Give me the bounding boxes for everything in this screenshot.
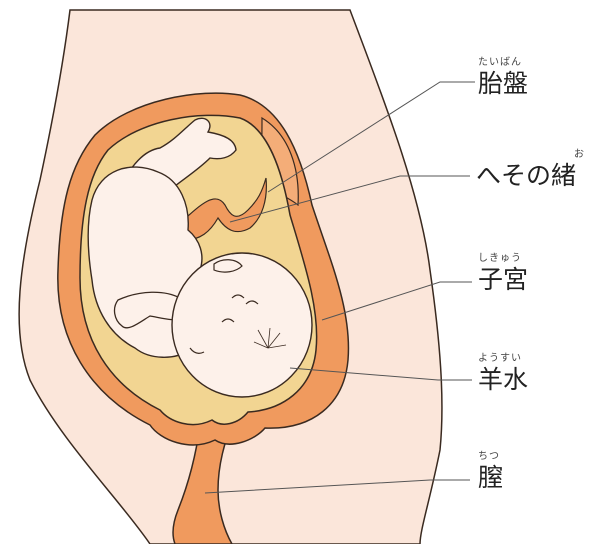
uterus-label: しきゅう 子宮 — [478, 254, 528, 292]
uterus-ruby: しきゅう — [478, 254, 528, 264]
placenta-text: 胎盤 — [478, 71, 528, 96]
placenta-label: たいばん 胎盤 — [478, 58, 528, 96]
fluid-text: 羊水 — [478, 367, 528, 392]
uterus-text: 子宮 — [478, 267, 528, 292]
vagina-text: 膣 — [478, 465, 503, 490]
vagina-ruby: ちつ — [478, 452, 503, 462]
cord-label: お へその緒 — [476, 150, 576, 188]
placenta-ruby: たいばん — [478, 58, 528, 68]
vagina-label: ちつ 膣 — [478, 452, 503, 490]
fluid-label: ようすい 羊水 — [478, 354, 528, 392]
cord-ruby: お — [574, 150, 584, 160]
cord-text: へその緒 — [476, 163, 576, 188]
fetus-head — [172, 253, 312, 397]
fluid-ruby: ようすい — [478, 354, 528, 364]
